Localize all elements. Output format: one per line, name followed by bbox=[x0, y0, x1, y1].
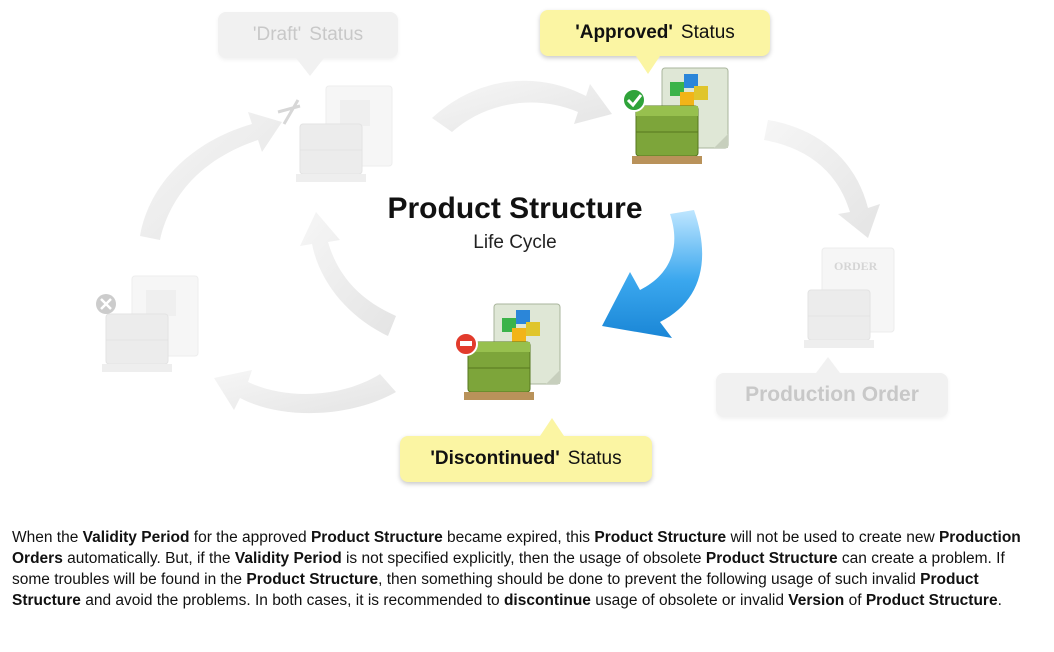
cancel-icon bbox=[96, 294, 116, 314]
arrow-discontinued-to-cancelled bbox=[214, 370, 396, 414]
description-text: and avoid the problems. In both cases, i… bbox=[80, 592, 504, 609]
diagram-title: Product Structure bbox=[387, 192, 643, 225]
description-term: Production Orders bbox=[12, 529, 1021, 567]
description-term: Product Structure bbox=[246, 571, 379, 588]
arrow-draft-to-approved bbox=[432, 80, 612, 132]
draft-status-suffix: Status bbox=[309, 24, 364, 45]
diagram-subtitle: Life Cycle bbox=[473, 232, 557, 253]
draft-status-callout: 'Draft' Status bbox=[218, 12, 398, 76]
approved-status-name: 'Approved' bbox=[575, 22, 673, 43]
disabled-icon bbox=[277, 99, 301, 125]
order-doc-label: ORDER bbox=[834, 259, 878, 273]
draft-status-name: 'Draft' bbox=[252, 24, 302, 45]
description-text: is not specified explicitly, then the us… bbox=[341, 550, 706, 567]
product-structure-icon bbox=[102, 275, 199, 372]
description-text: . bbox=[997, 592, 1002, 609]
discontinued-status-suffix: Status bbox=[567, 448, 622, 469]
discontinued-status-name: 'Discontinued' bbox=[430, 448, 560, 469]
cycle-arrows bbox=[140, 80, 880, 414]
approved-status-suffix: Status bbox=[680, 22, 735, 43]
description-text: for the approved bbox=[189, 529, 311, 546]
order-document-icon: ORDER bbox=[804, 247, 895, 348]
description-term: Product Structure bbox=[594, 529, 727, 546]
description-term: Product Structure bbox=[865, 592, 998, 609]
description-paragraph: When the Validity Period for the approve… bbox=[12, 527, 1042, 611]
description-term: Validity Period bbox=[82, 529, 190, 546]
description-text: can create a problem. If some troubles w… bbox=[12, 550, 1005, 588]
description-text: When the bbox=[12, 529, 83, 546]
description-term: Product Structure bbox=[705, 550, 838, 567]
description-text: , then something should be done to preve… bbox=[378, 571, 921, 588]
diagram-canvas: ORDER bbox=[96, 67, 895, 414]
description-term: discontinue bbox=[503, 592, 591, 609]
description-text: of bbox=[844, 592, 866, 609]
description-text: will not be used to create new bbox=[726, 529, 939, 546]
description-term: Version bbox=[788, 592, 845, 609]
description-term: Product Structure bbox=[310, 529, 443, 546]
stop-icon bbox=[454, 332, 478, 356]
product-structure-icon bbox=[632, 67, 729, 164]
arrow-inner-to-draft bbox=[300, 212, 396, 336]
description-term: Product Structure bbox=[12, 571, 979, 609]
product-structure-icon bbox=[296, 85, 393, 182]
production-order-label: Production Order bbox=[745, 383, 919, 406]
arrow-approved-to-order bbox=[764, 120, 880, 238]
arrow-cancelled-to-draft bbox=[140, 112, 282, 240]
description-term: Validity Period bbox=[234, 550, 342, 567]
check-icon bbox=[622, 88, 646, 112]
description-text: usage of obsolete or invalid bbox=[590, 592, 789, 609]
product-structure-icon bbox=[464, 303, 561, 400]
discontinued-status-callout: 'Discontinued' Status bbox=[400, 418, 652, 482]
life-cycle-diagram: ORDER 'Draft' Status 'Approved' Status '… bbox=[96, 10, 948, 482]
description-text: automatically. But, if the bbox=[62, 550, 235, 567]
approved-status-callout: 'Approved' Status bbox=[540, 10, 770, 74]
description-text: became expired, this bbox=[442, 529, 595, 546]
arrow-approved-to-discontinued bbox=[602, 210, 703, 338]
production-order-callout: Production Order bbox=[716, 357, 948, 417]
